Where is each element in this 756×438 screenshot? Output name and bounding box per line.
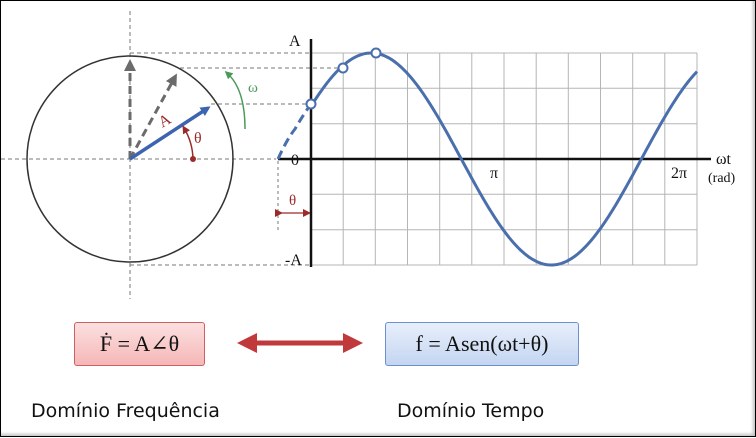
phasor-arrow bbox=[129, 106, 211, 161]
omega-label: ω bbox=[248, 80, 258, 96]
phasor-amplitude-label: A bbox=[156, 111, 175, 132]
zero-label: 0 bbox=[291, 152, 299, 169]
sine-marker-mid bbox=[337, 62, 349, 74]
phasor-mid-dashed bbox=[128, 73, 177, 160]
theta-angle-arc bbox=[182, 125, 194, 160]
frequency-domain-formula: Ḟ = A∠θ bbox=[74, 322, 205, 366]
amplitude-top-label: A bbox=[289, 33, 301, 50]
time-domain-formula: f = Asen(ωt+θ) bbox=[385, 322, 579, 366]
two-pi-label: 2π bbox=[671, 165, 687, 182]
amplitude-bottom-label: -A bbox=[285, 252, 302, 269]
time-domain-caption: Domínio Tempo bbox=[397, 400, 545, 422]
theta-dot bbox=[190, 156, 196, 162]
theta-offset-label: θ bbox=[289, 193, 296, 209]
omega-arrow bbox=[224, 71, 246, 130]
equivalence-double-arrow bbox=[237, 333, 363, 353]
sine-wave-dashed bbox=[276, 103, 313, 160]
projection-lines bbox=[130, 52, 343, 266]
sine-marker-theta bbox=[305, 98, 317, 110]
x-axis-label: ωt bbox=[716, 151, 732, 168]
phasor-circle bbox=[26, 55, 234, 263]
pi-label: π bbox=[490, 165, 498, 182]
x-axis-unit: (rad) bbox=[708, 171, 736, 186]
phasor-angle-label: θ bbox=[194, 130, 202, 147]
frequency-domain-caption: Domínio Frequência bbox=[31, 400, 220, 422]
sine-marker-peak bbox=[370, 47, 382, 59]
